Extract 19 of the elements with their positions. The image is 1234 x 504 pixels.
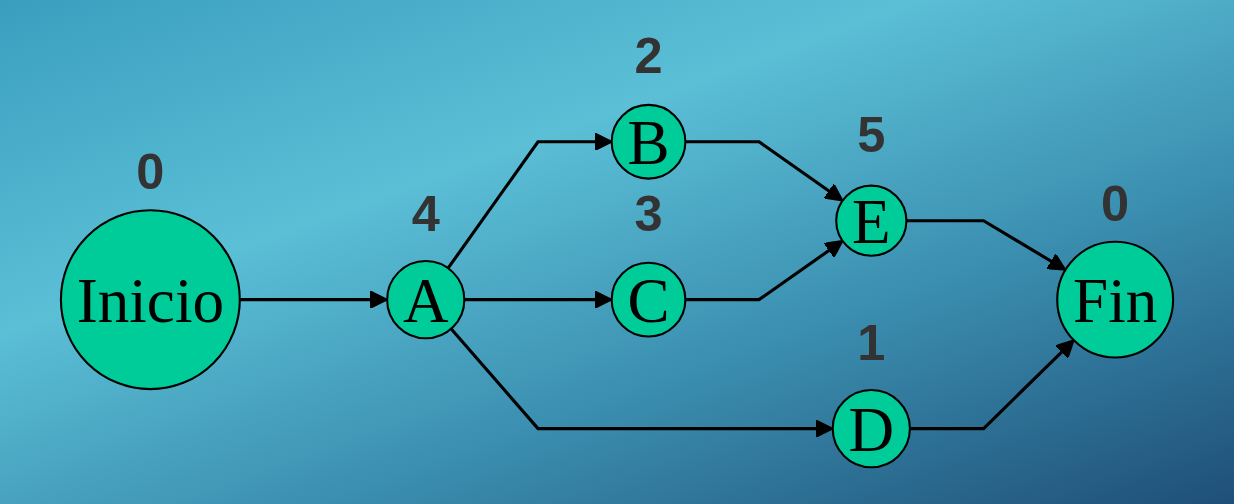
- arrow: [239, 290, 388, 309]
- node-number: 0: [136, 143, 165, 201]
- arrow: [909, 339, 1075, 431]
- node-number: 1: [857, 314, 886, 372]
- node-circle: C: [610, 261, 687, 338]
- node-circle: A: [386, 260, 466, 340]
- node-number: 5: [857, 106, 886, 164]
- node-number: 3: [634, 185, 663, 243]
- arrow: [906, 219, 1067, 271]
- node-circle: Fin: [1056, 240, 1175, 359]
- node-number: 0: [1101, 174, 1130, 232]
- node-number: 2: [634, 27, 663, 85]
- node-circle: E: [835, 184, 908, 257]
- node-circle: D: [831, 388, 911, 469]
- arrow: [685, 240, 844, 302]
- node-circle: Inicio: [59, 209, 241, 391]
- arrow: [685, 140, 844, 202]
- node-circle: B: [610, 103, 687, 180]
- node-number: 4: [411, 185, 440, 243]
